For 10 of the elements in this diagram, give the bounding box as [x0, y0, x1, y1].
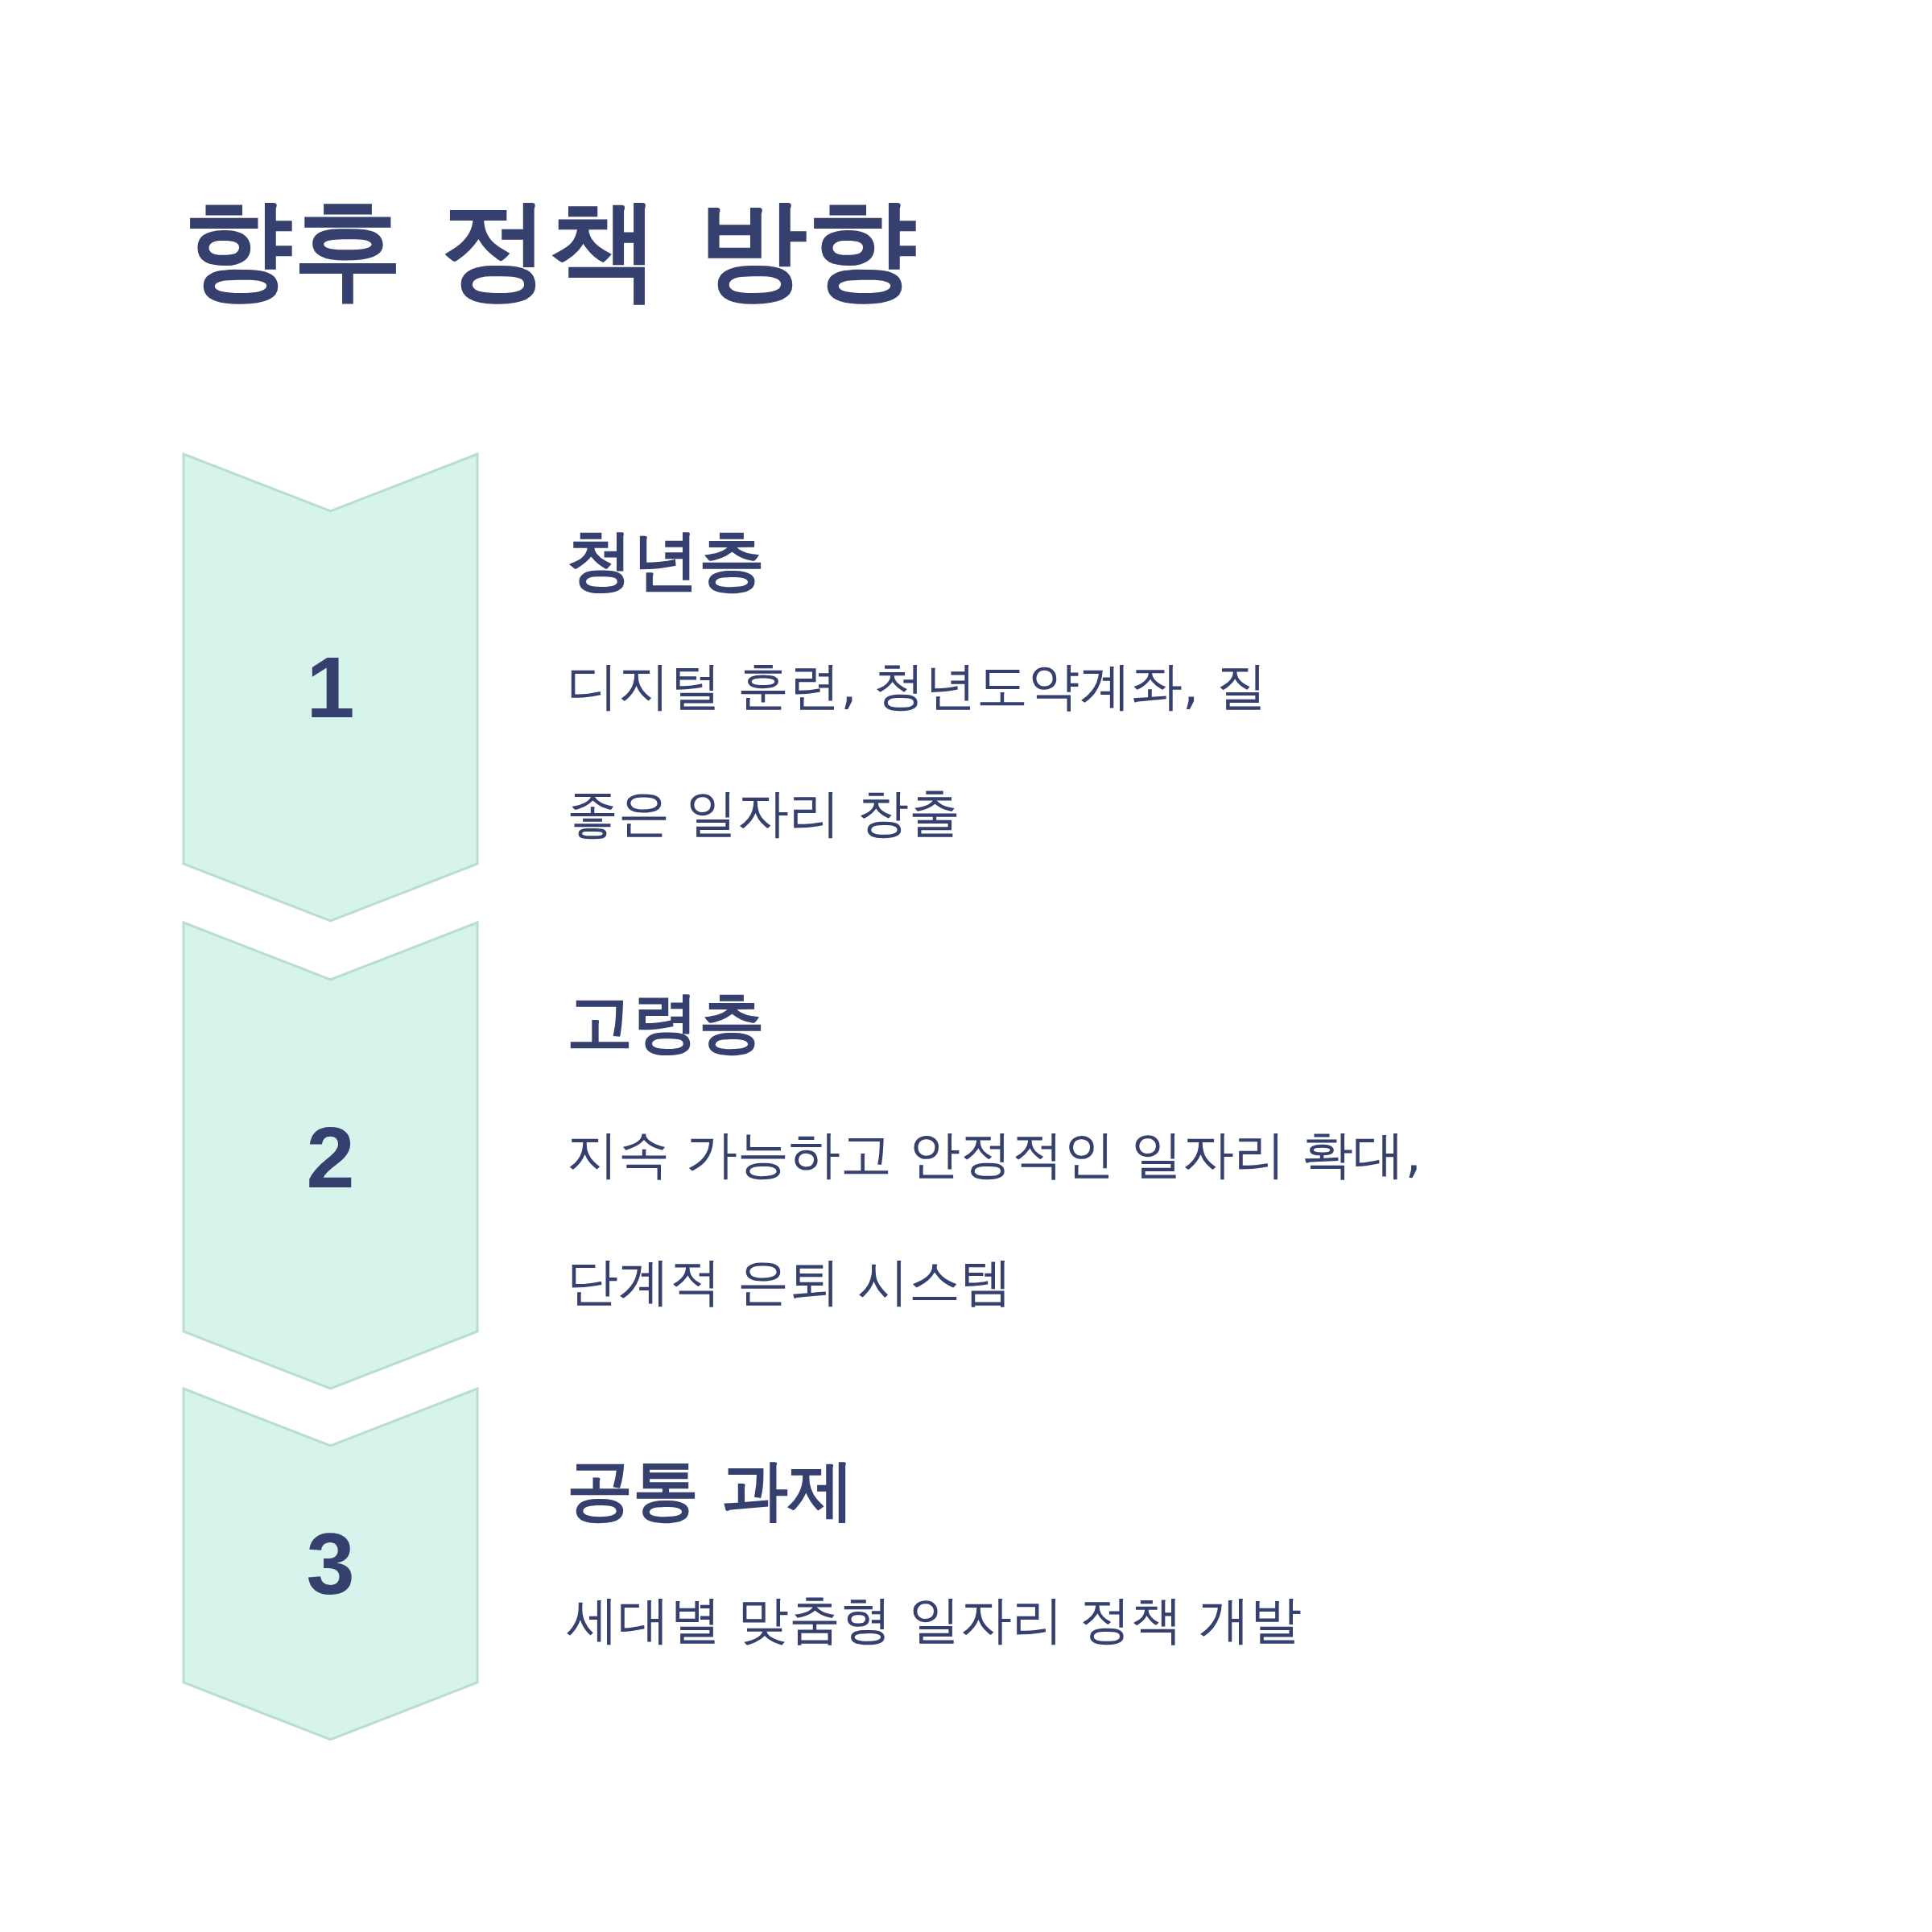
description-text: 지속 가능하고 안정적인 일자리 확대, 단계적 은퇴 시스템 [567, 1124, 1422, 1313]
heading-text: 고령층 [567, 983, 765, 1062]
heading-text: 청년층 [567, 521, 765, 600]
title: 향후 정책 방향 [184, 184, 917, 314]
step-number: 1 [305, 639, 356, 736]
heading-text: 공통 과제 [567, 1451, 854, 1530]
description-text: 디지털 훈련, 청년도약계좌, 질 좋은 일자리 창출 [567, 655, 1268, 844]
step-number: 3 [305, 1516, 356, 1612]
description-text: 세대별 맞춤형 일자리 정책 개발 [567, 1589, 1303, 1651]
step-number: 2 [305, 1109, 356, 1206]
